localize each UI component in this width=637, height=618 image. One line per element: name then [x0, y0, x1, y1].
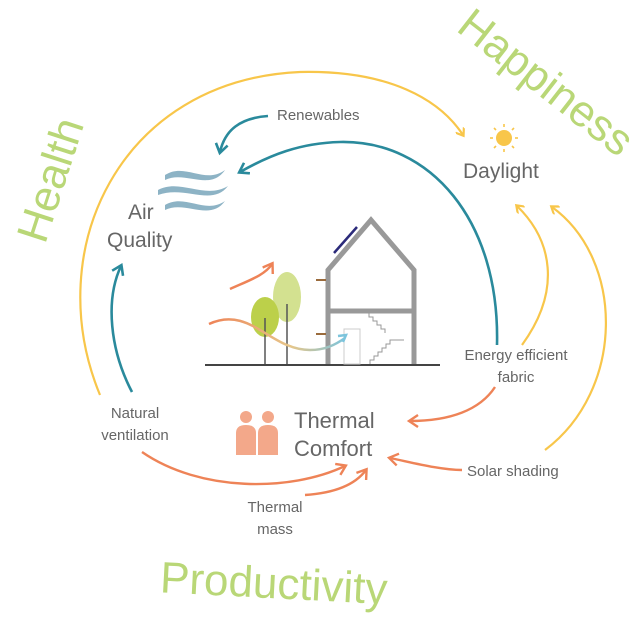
solar-shading-label: Solar shading [467, 463, 559, 480]
thermal-comfort-label-2: Comfort [294, 436, 372, 461]
theme-health: Health [8, 112, 94, 248]
energy-fabric-label-1: Energy efficient [464, 347, 568, 364]
mass-to-thermal-arrow [304, 467, 368, 497]
sun-icon [490, 124, 518, 152]
renewables-label: Renewables [277, 107, 360, 124]
fabric-to-air-arrow [240, 140, 499, 346]
natural-ventilation-label-1: Natural [111, 405, 159, 422]
solar-to-daylight-arrow [544, 207, 607, 451]
energy-to-daylight-arrow [517, 206, 549, 346]
thermal-comfort-label-1: Thermal [294, 408, 375, 433]
air-waves-icon [158, 170, 228, 211]
thermal-mass-label-1: Thermal [247, 499, 302, 516]
ventilation-to-thermal-arrow [141, 451, 348, 486]
daylight-label: Daylight [463, 160, 539, 183]
natural-ventilation-label-2: ventilation [101, 427, 169, 444]
health-arc-arrow [79, 70, 463, 396]
solar-panel [333, 226, 358, 254]
house-section-illustration [205, 216, 440, 366]
ventilation-to-air-arrow [110, 266, 134, 393]
theme-productivity: Productivity [159, 553, 389, 614]
air-quality-label-2: Quality [107, 229, 173, 252]
energy-fabric-label-2: fabric [498, 369, 535, 386]
shading-to-thermal-arrow [386, 452, 463, 472]
fabric-to-thermal-arrow [406, 386, 497, 428]
renewables-arrow [220, 114, 269, 152]
air-quality-label-1: Air [128, 201, 154, 224]
theme-happiness: Happiness [449, 0, 637, 166]
thermal-mass-label-2: mass [257, 521, 293, 538]
people-icon [236, 411, 278, 455]
